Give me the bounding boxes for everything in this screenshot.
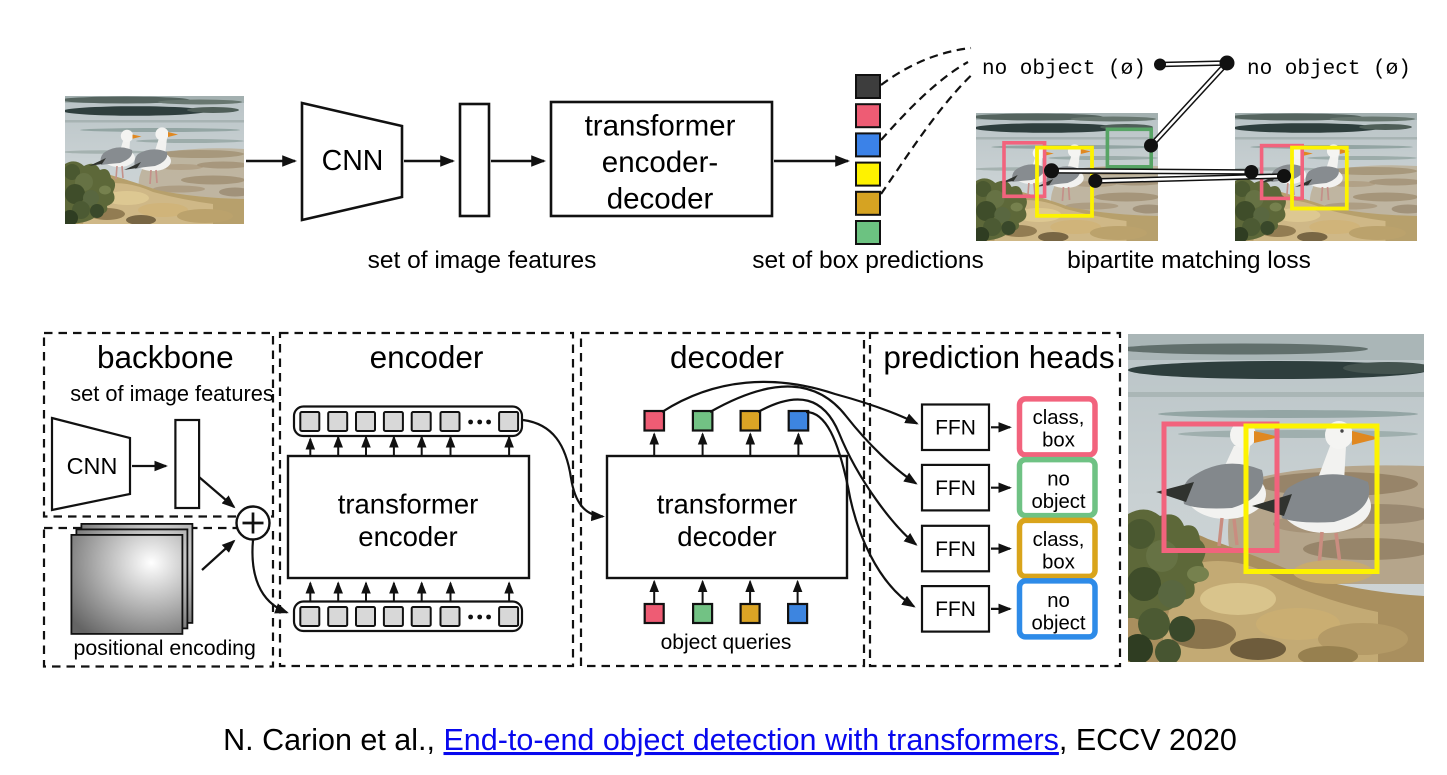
svg-text:encoder: encoder bbox=[370, 339, 484, 375]
svg-text:transformer: transformer bbox=[585, 110, 736, 143]
svg-text:set of image features: set of image features bbox=[70, 381, 274, 406]
svg-text:decoder: decoder bbox=[677, 521, 776, 552]
svg-text:no object (ø): no object (ø) bbox=[1247, 58, 1411, 81]
svg-text:transformer: transformer bbox=[657, 489, 798, 520]
svg-text:no object (ø): no object (ø) bbox=[982, 58, 1146, 81]
svg-text:FFN: FFN bbox=[935, 538, 976, 561]
svg-text:FFN: FFN bbox=[935, 417, 976, 440]
svg-text:object: object bbox=[1031, 612, 1085, 634]
svg-text:class,: class, bbox=[1033, 529, 1085, 551]
svg-text:prediction heads: prediction heads bbox=[883, 339, 1114, 375]
svg-text:bipartite matching loss: bipartite matching loss bbox=[1067, 247, 1311, 274]
svg-text:transformer: transformer bbox=[338, 489, 479, 520]
svg-text:set of box predictions: set of box predictions bbox=[752, 247, 984, 274]
svg-text:positional encoding: positional encoding bbox=[74, 636, 256, 660]
svg-text:FFN: FFN bbox=[935, 477, 976, 500]
svg-text:box: box bbox=[1042, 552, 1075, 574]
svg-text:box: box bbox=[1042, 430, 1075, 452]
svg-text:class,: class, bbox=[1033, 407, 1085, 429]
svg-text:CNN: CNN bbox=[322, 145, 384, 177]
svg-text:N. Carion et al., End-to-end o: N. Carion et al., End-to-end object dete… bbox=[223, 723, 1237, 757]
svg-text:object: object bbox=[1031, 491, 1085, 513]
svg-text:encoder: encoder bbox=[358, 521, 457, 552]
svg-text:backbone: backbone bbox=[97, 339, 234, 375]
svg-text:decoder: decoder bbox=[670, 339, 784, 375]
svg-text:FFN: FFN bbox=[935, 598, 976, 621]
svg-text:encoder-: encoder- bbox=[602, 146, 718, 179]
svg-text:CNN: CNN bbox=[67, 453, 118, 479]
svg-text:object queries: object queries bbox=[661, 631, 792, 654]
svg-text:decoder: decoder bbox=[607, 183, 714, 216]
svg-text:no: no bbox=[1047, 590, 1070, 612]
svg-text:no: no bbox=[1047, 469, 1070, 491]
svg-text:set of image features: set of image features bbox=[368, 247, 597, 274]
